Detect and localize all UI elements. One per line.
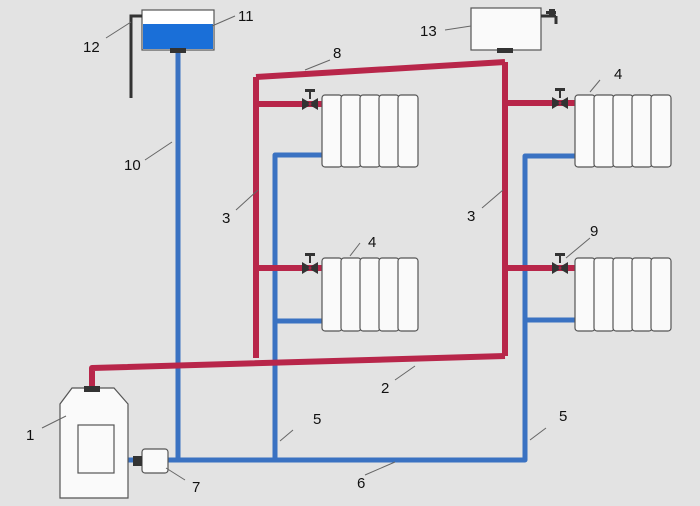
boiler: [59, 386, 129, 499]
label-valve: 9: [590, 223, 598, 240]
label-air-vent-tank: 13: [420, 23, 437, 40]
label-overflow-pipe: 12: [83, 39, 100, 56]
label-pump: 7: [192, 479, 200, 496]
label-riser-right: 3: [467, 208, 475, 225]
valve-mid-left: [302, 253, 318, 274]
return-branch-left: [272, 152, 325, 460]
return-pipes: [128, 52, 578, 463]
supply-top-pipe: [255, 59, 506, 80]
label-main-return: 6: [357, 475, 365, 492]
supply-from-boiler: [89, 353, 506, 392]
main-return-pipe: [128, 153, 578, 463]
valve-top-right: [552, 88, 568, 109]
label-supply-line: 2: [381, 380, 389, 397]
label-return-right: 5: [559, 408, 567, 425]
pump: [133, 448, 169, 474]
label-boiler: 1: [26, 427, 34, 444]
radiator-mid-right: [574, 257, 672, 332]
tap-icon: [546, 11, 556, 14]
label-riser-left: 3: [222, 210, 230, 227]
radiator-mid-left: [321, 257, 419, 332]
label-radiator-mid-left: 4: [368, 234, 376, 251]
label-expansion-tank: 11: [238, 8, 254, 25]
overflow-pipe: [129, 14, 142, 98]
valve-mid-right: [552, 253, 568, 274]
label-radiator-top-right: 4: [614, 66, 622, 83]
label-supply-top: 8: [333, 45, 341, 62]
label-expansion-pipe: 10: [124, 157, 141, 174]
tank-water: [143, 24, 213, 49]
valve-top-left: [302, 89, 318, 110]
label-return-left: 5: [313, 411, 321, 428]
leader-lines: [41, 15, 601, 481]
radiator-top-left: [321, 94, 419, 168]
expansion-tank: [129, 9, 215, 98]
radiator-top-right: [574, 94, 672, 168]
air-vent-tank: [470, 7, 558, 53]
